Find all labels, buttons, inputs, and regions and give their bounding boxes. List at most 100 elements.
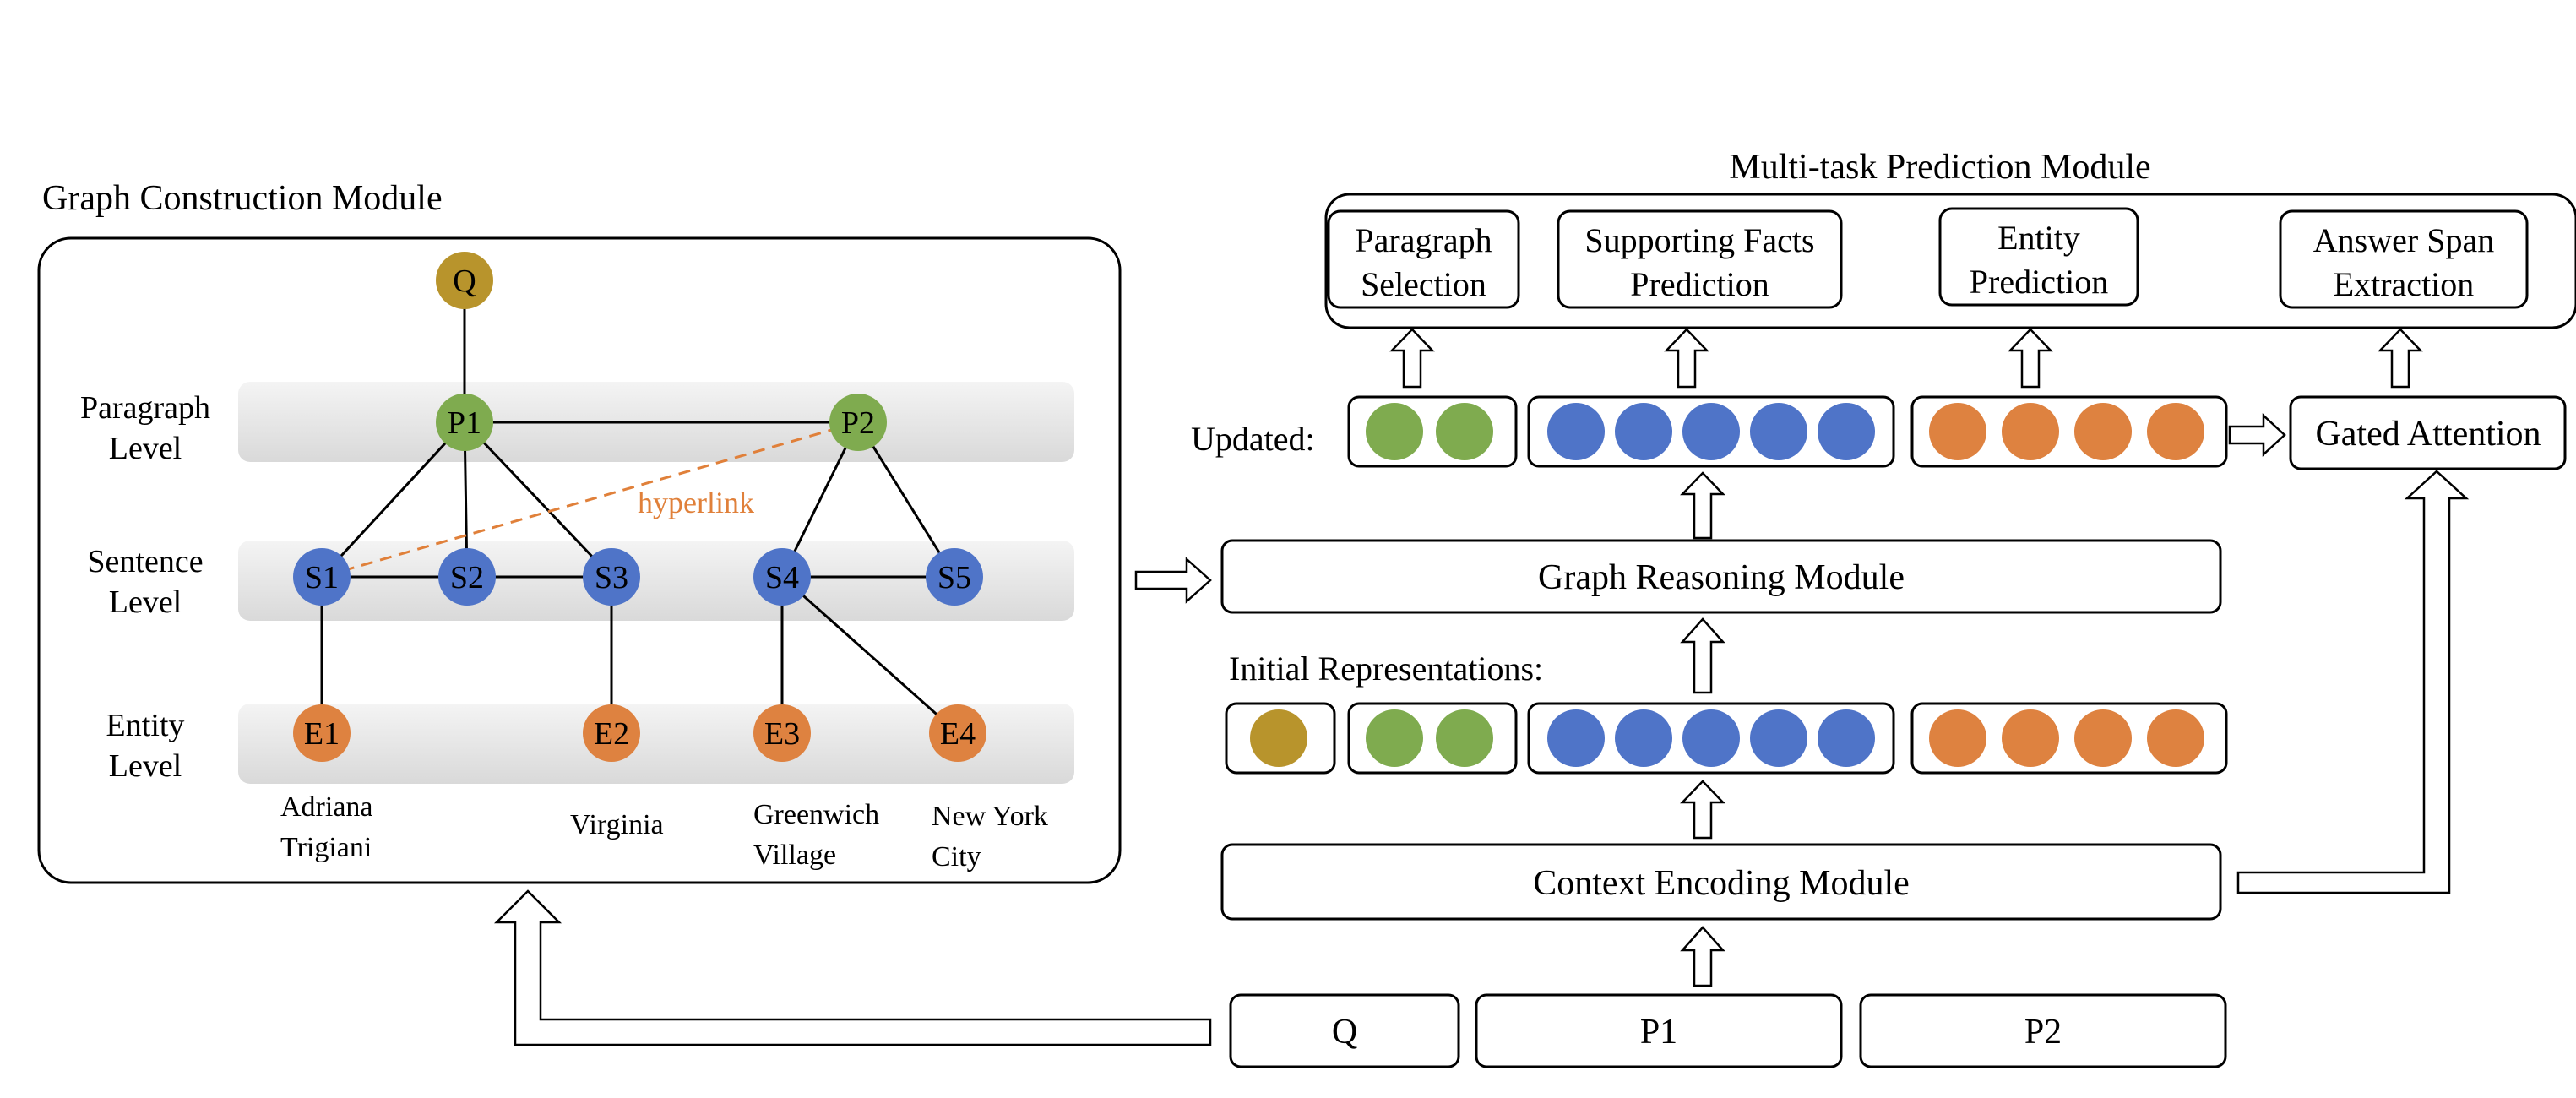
updated-vector-3-4 — [2147, 403, 2204, 460]
node-label-q: Q — [453, 264, 476, 299]
node-e1 — [293, 704, 351, 762]
node-e3 — [753, 704, 811, 762]
node-label-e1: E1 — [304, 716, 340, 752]
initial-vector-4-4 — [2147, 709, 2204, 767]
inputs-to-encoding-arrow — [1680, 926, 1725, 987]
updated-to-gated-arrow — [2228, 413, 2286, 457]
task-arrow-4 — [2378, 328, 2423, 389]
gated-attention-label: Gated Attention — [2315, 415, 2541, 454]
encoding-to-gated-arrow — [2236, 470, 2470, 894]
entity-name-e2: Virginia — [570, 809, 664, 840]
input-box-q — [1229, 993, 1460, 1068]
task-arrow-2 — [1664, 328, 1709, 389]
task-box-1 — [1327, 209, 1520, 309]
node-label-s5: S5 — [937, 560, 971, 595]
initial-to-reasoning-arrow — [1680, 617, 1725, 694]
initial-representations — [1225, 702, 2228, 775]
node-q — [436, 252, 493, 309]
initial-vector-3-3 — [1682, 709, 1740, 767]
initial-vector-4-1 — [1929, 709, 1986, 767]
updated-group-3 — [1910, 395, 2228, 468]
node-s2 — [438, 548, 496, 606]
node-s5 — [926, 548, 983, 606]
encoding-to-initial-arrow — [1680, 780, 1725, 840]
updated-vector-2-2 — [1615, 403, 1672, 460]
prediction-module-box — [1324, 193, 2576, 329]
initial-vector-3-2 — [1615, 709, 1672, 767]
task-box-3 — [1938, 207, 2139, 307]
graph-edge-p1-s1 — [320, 421, 466, 579]
input-box-p2 — [1859, 993, 2227, 1068]
initial-representations-label: Initial Representations: — [1229, 650, 1543, 688]
node-e4 — [929, 704, 986, 762]
node-label-s3: S3 — [595, 560, 628, 595]
input-label-q: Q — [1332, 1013, 1357, 1052]
context-encoding-label: Context Encoding Module — [1533, 864, 1910, 903]
updated-representations — [1347, 395, 2228, 468]
graph-edge-p2-s5 — [856, 421, 956, 578]
initial-vector-2-2 — [1436, 709, 1493, 767]
node-label-e3: E3 — [764, 716, 800, 752]
initial-vector-4-3 — [2074, 709, 2132, 767]
graph-module-title: Graph Construction Module — [42, 179, 443, 218]
task-arrows — [1389, 328, 2423, 389]
node-label-s4: S4 — [765, 560, 799, 595]
node-s3 — [583, 548, 640, 606]
initial-vector-4-2 — [2002, 709, 2059, 767]
input-box-p1 — [1475, 993, 1843, 1068]
input-label-p1: P1 — [1640, 1013, 1677, 1052]
node-p1 — [436, 394, 493, 451]
task-arrow-1 — [1389, 328, 1435, 389]
node-label-s2: S2 — [450, 560, 484, 595]
node-label-e4: E4 — [940, 716, 976, 752]
updated-vector-2-3 — [1682, 403, 1740, 460]
input-to-graph-arrow — [493, 889, 1212, 1046]
updated-vector-1-1 — [1366, 403, 1423, 460]
graph-edge-s4-e4 — [781, 575, 959, 735]
graph-reasoning-box — [1220, 539, 2222, 614]
task-box-2 — [1557, 209, 1843, 309]
entity-level-band — [238, 704, 1074, 784]
updated-vector-3-1 — [1929, 403, 1986, 460]
updated-label: Updated: — [1191, 420, 1315, 458]
updated-vector-2-5 — [1818, 403, 1875, 460]
hyperlink-edge — [321, 421, 859, 579]
initial-group-4 — [1910, 702, 2228, 775]
node-label-p1: P1 — [448, 405, 481, 441]
node-label-e2: E2 — [594, 716, 629, 752]
graph-module-box — [37, 236, 1122, 884]
initial-vector-3-4 — [1750, 709, 1807, 767]
initial-vector-2-1 — [1366, 709, 1423, 767]
prediction-module-title: Multi-task Prediction Module — [1729, 148, 2150, 187]
hyperlink-label: hyperlink — [638, 486, 754, 519]
gated-attention-box — [2289, 395, 2567, 470]
node-e2 — [583, 704, 640, 762]
initial-vector-3-1 — [1547, 709, 1605, 767]
node-p2 — [829, 394, 887, 451]
context-encoding-box — [1220, 843, 2222, 921]
node-label-s1: S1 — [305, 560, 339, 595]
task-arrow-3 — [2008, 328, 2053, 389]
node-s1 — [293, 548, 351, 606]
initial-vector-3-5 — [1818, 709, 1875, 767]
node-s4 — [753, 548, 811, 606]
updated-vector-3-2 — [2002, 403, 2059, 460]
node-label-p2: P2 — [841, 405, 875, 441]
reasoning-to-updated-arrow — [1680, 471, 1725, 540]
updated-vector-2-1 — [1547, 403, 1605, 460]
initial-vector-1-1 — [1250, 709, 1307, 767]
